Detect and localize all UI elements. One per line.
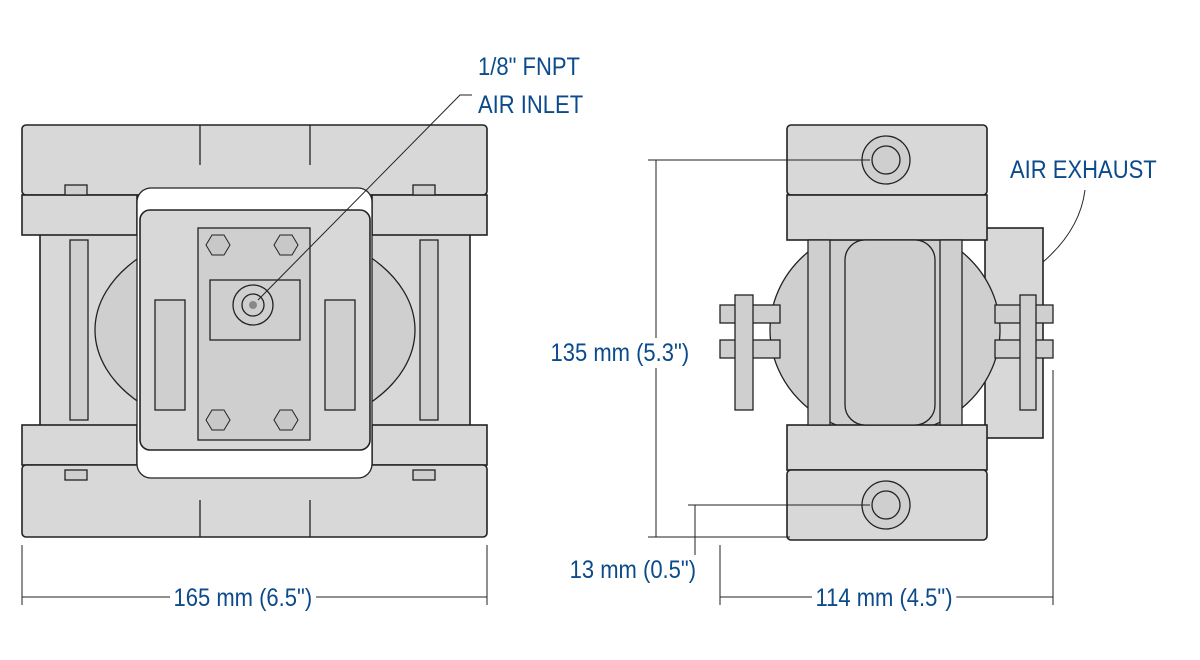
inlet-label-line2: AIR INLET: [478, 91, 584, 119]
top-right-flange: [371, 194, 488, 236]
bottom-right-flange: [371, 424, 488, 466]
inlet-label-line1: 1/8" FNPT: [478, 53, 580, 81]
height-label: 135 mm (5.3"): [547, 338, 693, 368]
exhaust-leader: [1042, 189, 1086, 263]
bottom-left-flange: [21, 424, 138, 466]
port-offset-label: 13 mm (0.5"): [567, 555, 699, 585]
side-width-label: 114 mm (4.5"): [812, 583, 957, 613]
side-view: [719, 124, 1054, 541]
front-view: [21, 124, 488, 538]
air-inlet-port: [249, 301, 257, 309]
air-exhaust-label: AIR EXHAUST: [1010, 156, 1157, 184]
front-width-label: 165 mm (6.5"): [170, 583, 316, 613]
top-left-flange: [21, 194, 138, 236]
inlet-leader: [257, 94, 472, 301]
